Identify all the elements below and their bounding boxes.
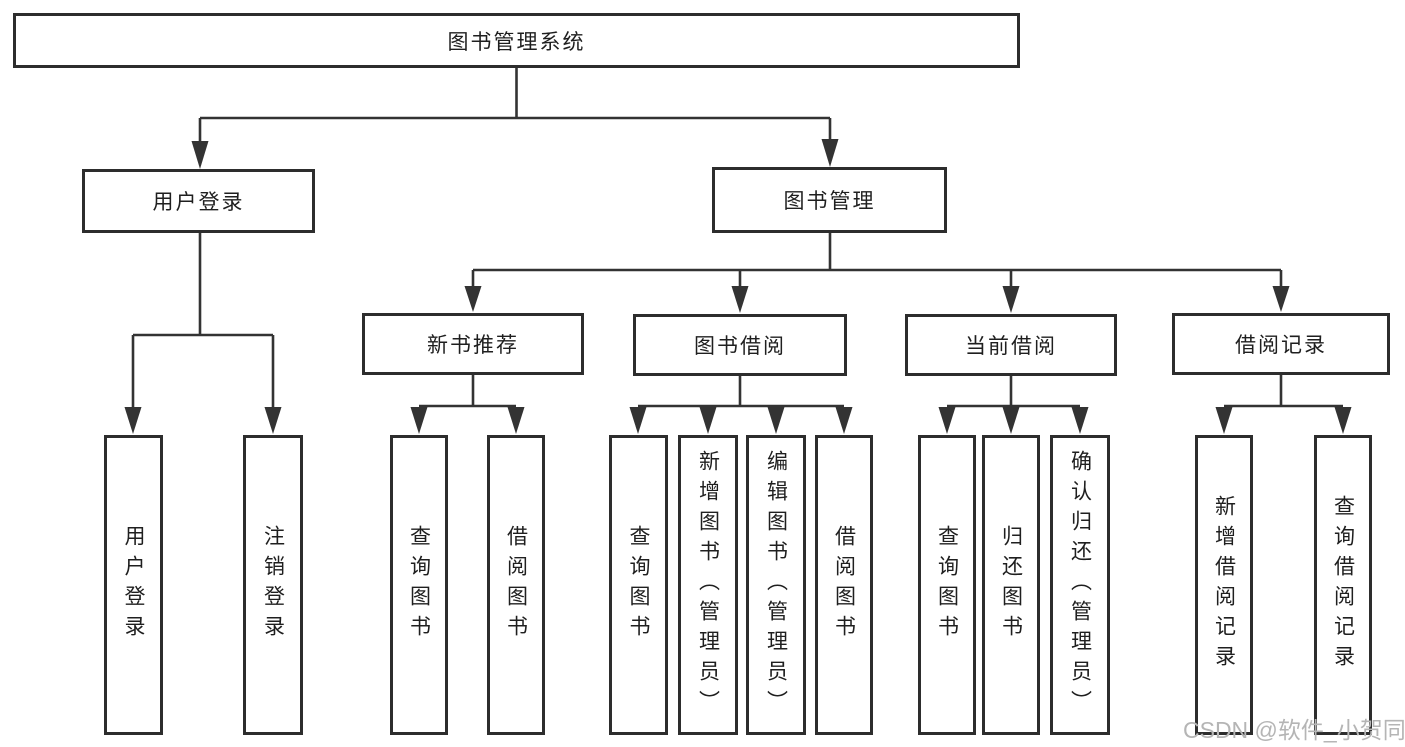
leaf-borrow-books: 借阅图书 <box>815 435 873 735</box>
leaf-borrow-books-recommend: 借阅图书 <box>487 435 545 735</box>
node-label: 新增借阅记录 <box>1212 495 1236 675</box>
node-label: 新增图书（管理员） <box>696 450 720 720</box>
leaf-edit-books-admin: 编辑图书（管理员） <box>746 435 806 735</box>
node-label: 借阅图书 <box>832 525 856 645</box>
leaf-query-books-recommend: 查询图书 <box>390 435 448 735</box>
node-user-login: 用户登录 <box>82 169 315 233</box>
node-label: 新书推荐 <box>427 334 519 357</box>
node-label: 注销登录 <box>261 525 285 645</box>
node-label: 查询图书 <box>407 525 431 645</box>
leaf-query-borrow-record: 查询借阅记录 <box>1314 435 1372 735</box>
node-book-management: 图书管理 <box>712 167 947 233</box>
watermark: CSDN @软件_小贺同学 <box>1183 717 1405 743</box>
connector-new-book-children <box>410 375 525 434</box>
node-label: 用户登录 <box>122 525 146 645</box>
connector-borrowing-records-children <box>1215 375 1352 434</box>
node-label: 查询借阅记录 <box>1331 495 1355 675</box>
leaf-add-books-admin: 新增图书（管理员） <box>678 435 738 735</box>
node-label: 查询图书 <box>935 525 959 645</box>
node-current-borrowing: 当前借阅 <box>905 314 1117 376</box>
node-label: 图书管理系统 <box>447 30 586 54</box>
leaf-query-books-current: 查询图书 <box>918 435 976 735</box>
node-library-system: 图书管理系统 <box>13 13 1020 68</box>
connector-current-borrowing-children <box>938 376 1089 434</box>
connector-root-to-level2 <box>191 68 839 169</box>
node-label: 当前借阅 <box>965 335 1057 358</box>
node-book-borrowing: 图书借阅 <box>633 314 847 376</box>
node-new-book-recommend: 新书推荐 <box>362 313 584 375</box>
leaf-confirm-return-admin: 确认归还（管理员） <box>1050 435 1110 735</box>
connector-book-borrowing-children <box>629 376 853 434</box>
leaf-logout: 注销登录 <box>243 435 303 735</box>
node-label: 借阅记录 <box>1235 334 1327 357</box>
leaf-query-books-borrowing: 查询图书 <box>609 435 668 735</box>
node-borrowing-records: 借阅记录 <box>1172 313 1390 375</box>
node-label: 确认归还（管理员） <box>1068 450 1092 720</box>
connector-book-management-children <box>464 233 1290 313</box>
node-label: 图书管理 <box>783 190 876 213</box>
leaf-user-login: 用户登录 <box>104 435 163 735</box>
node-label: 归还图书 <box>999 525 1023 645</box>
node-label: 用户登录 <box>152 191 245 214</box>
node-label: 编辑图书（管理员） <box>764 450 788 720</box>
node-label: 查询图书 <box>627 525 651 645</box>
node-label: 图书借阅 <box>694 335 786 358</box>
connector-user-login-children <box>124 233 282 434</box>
node-label: 借阅图书 <box>504 525 528 645</box>
leaf-return-books: 归还图书 <box>982 435 1040 735</box>
leaf-add-borrow-record: 新增借阅记录 <box>1195 435 1253 735</box>
